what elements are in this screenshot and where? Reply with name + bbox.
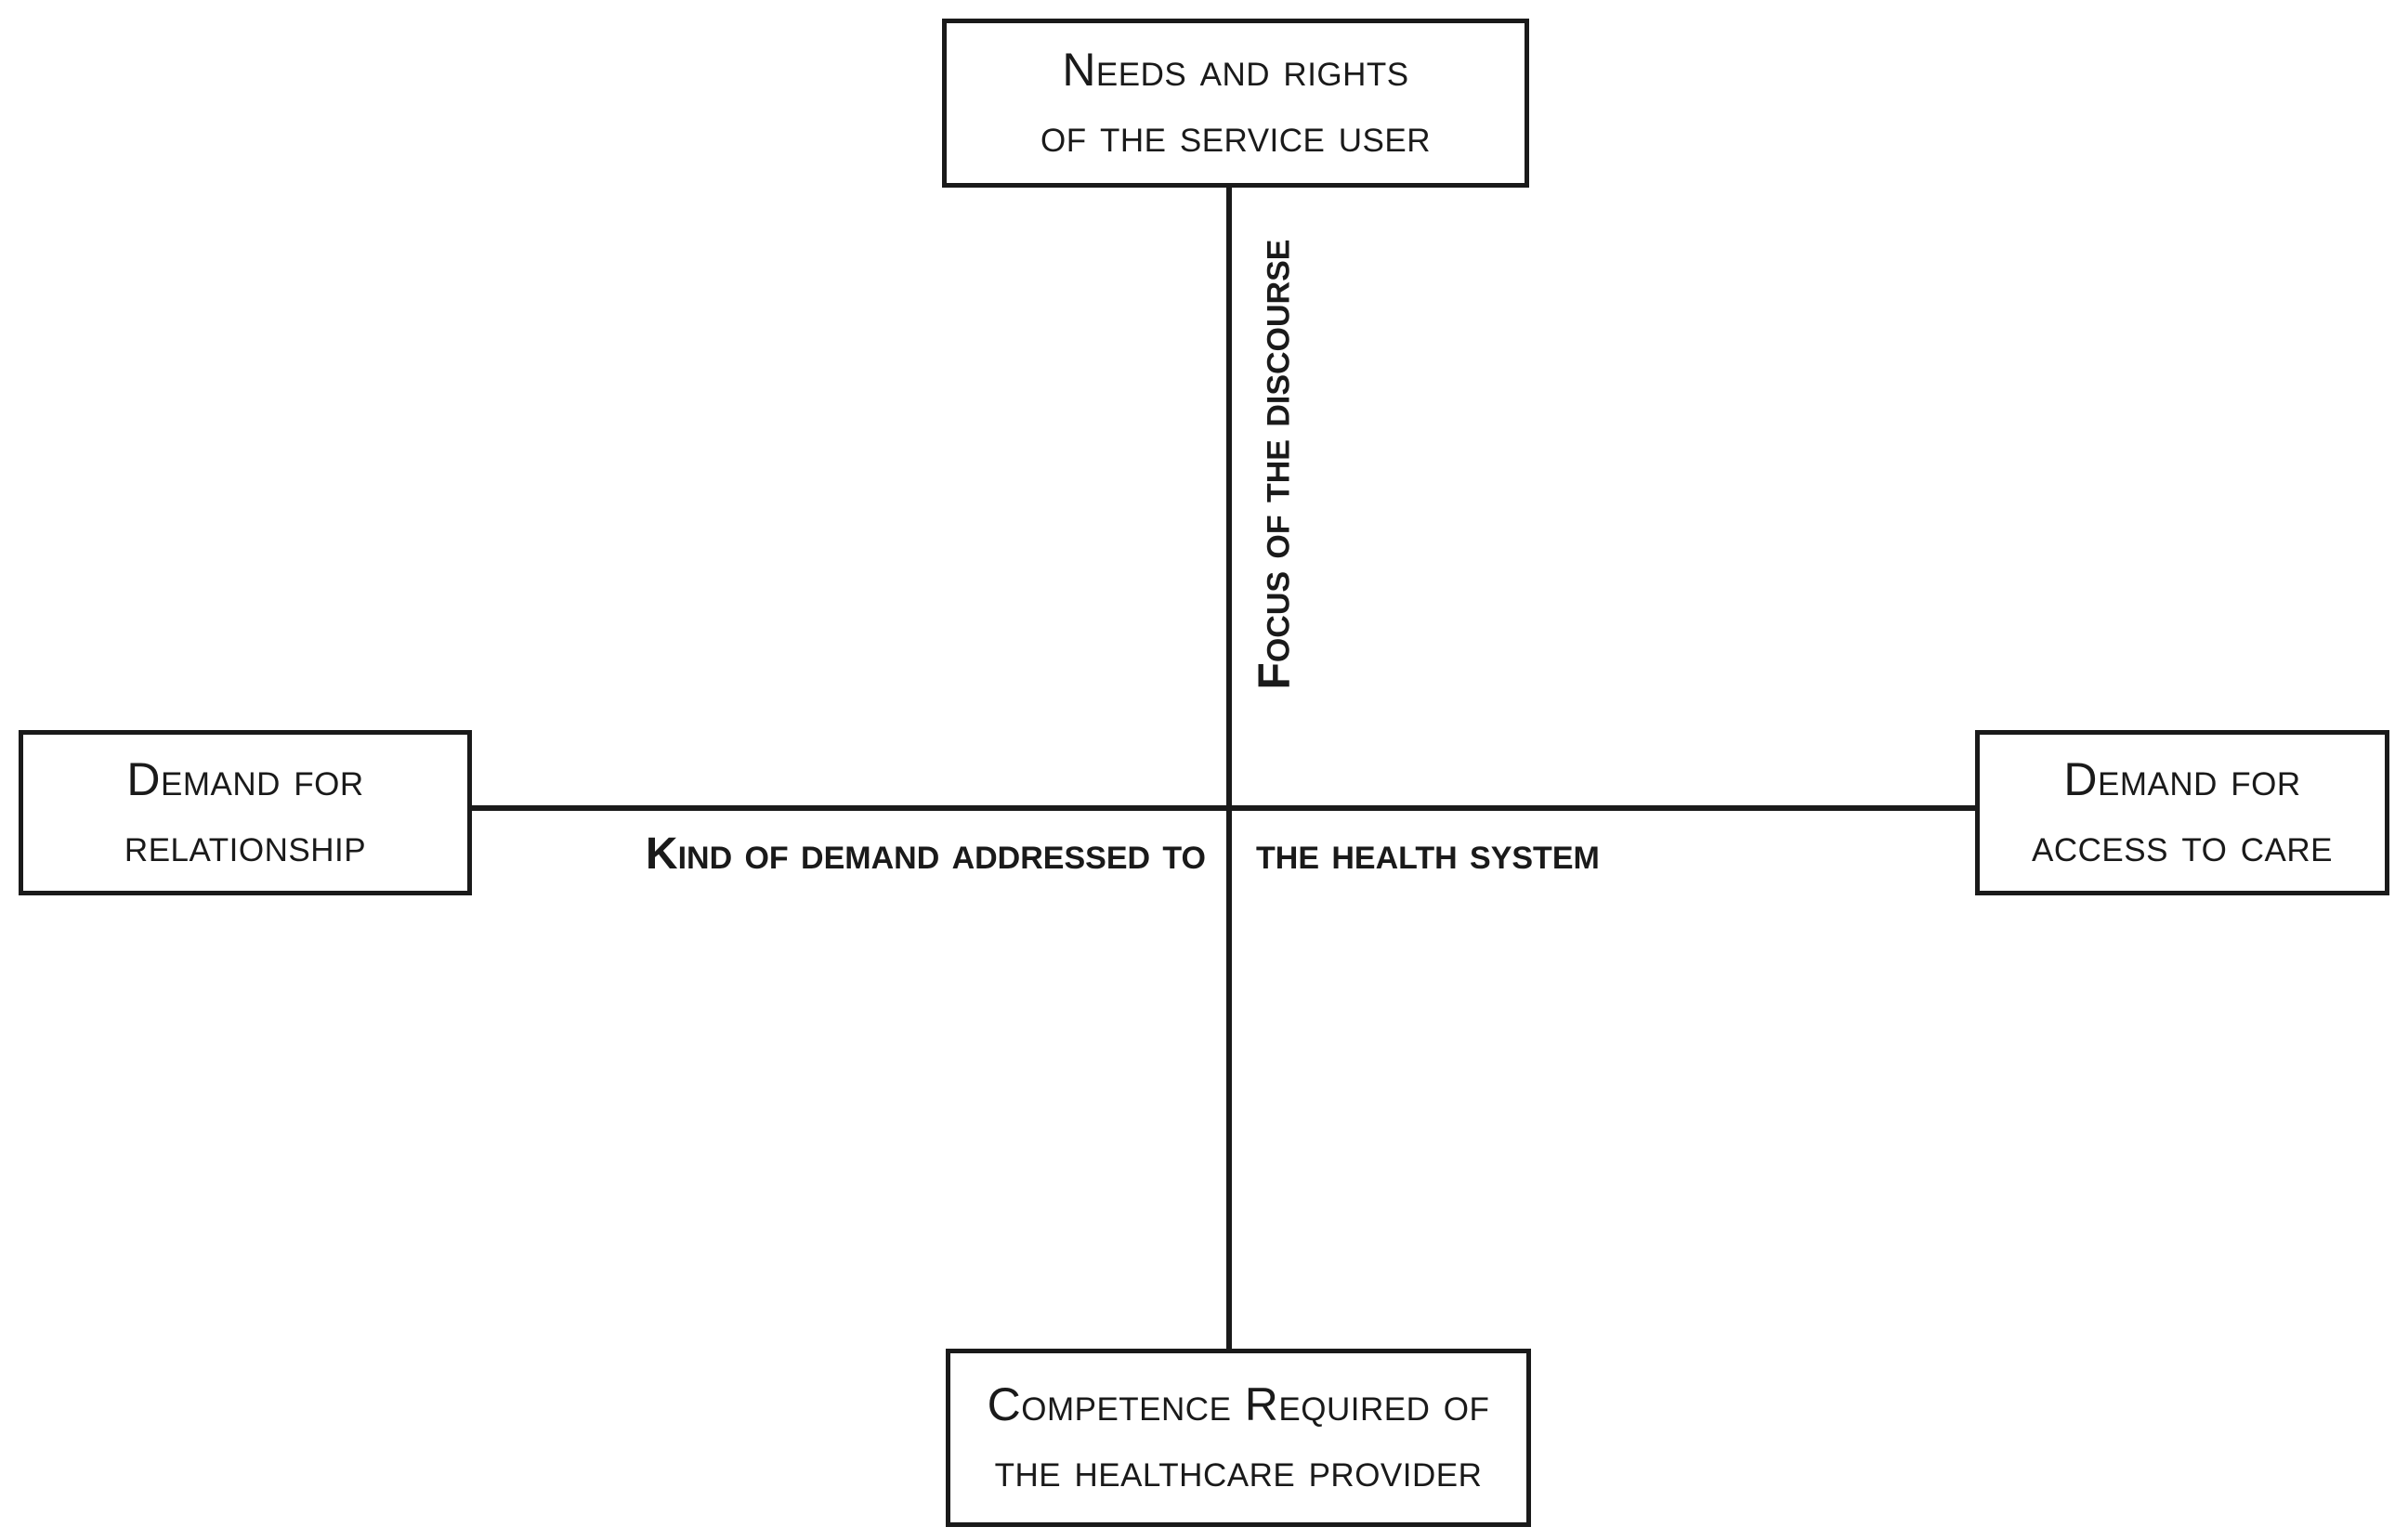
box-competence-required: Competence Required of the healthcare pr… (946, 1349, 1531, 1527)
horizontal-axis-label-right: the health system (1256, 829, 1600, 879)
box-demand-for-relationship-line1: Demand for (126, 753, 364, 805)
box-demand-for-access-to-care-line1: Demand for (2063, 753, 2301, 805)
box-competence-required-line1: Competence Required of (987, 1378, 1490, 1430)
box-demand-for-access-to-care-line2: access to care (2032, 819, 2333, 871)
box-demand-for-access-to-care: Demand for access to care (1975, 730, 2389, 895)
box-competence-required-line2: the healthcare provider (994, 1444, 1483, 1496)
box-needs-and-rights-line1: Needs and rights (1062, 44, 1409, 96)
horizontal-axis-line (472, 805, 1975, 811)
box-demand-for-relationship: Demand for relationship (19, 730, 472, 895)
box-needs-and-rights-line2: of the service user (1040, 110, 1432, 162)
vertical-axis-line (1226, 188, 1232, 1349)
vertical-axis-label: Focus of the discourse (1250, 239, 1300, 690)
horizontal-axis-label-left: Kind of demand addressed to (645, 829, 1206, 879)
box-demand-for-relationship-line2: relationship (124, 819, 367, 871)
box-needs-and-rights: Needs and rights of the service user (942, 19, 1529, 188)
